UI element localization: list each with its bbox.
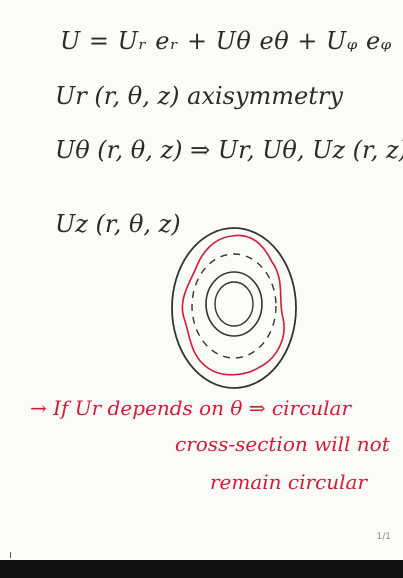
ur-dependency: Ur (r, θ, z) axisymmetry	[55, 82, 343, 110]
progress-marker[interactable]	[10, 552, 11, 558]
red-note-line-3: remain circular	[210, 470, 368, 494]
red-note-line-1: → If Ur depends on θ ⇒ circular	[30, 396, 352, 420]
video-control-bar	[0, 560, 403, 578]
page-number: 1/1	[376, 532, 391, 542]
velocity-decomposition: U = Uᵣ eᵣ + Uθ eθ + Uᵩ eᵩ	[60, 27, 392, 55]
uz-dependency: Uz (r, θ, z)	[55, 210, 181, 238]
utheta-dependency: Uθ (r, θ, z) ⇒ Ur, Uθ, Uz (r, z)	[55, 136, 403, 164]
red-note-line-2: cross-section will not	[175, 432, 390, 456]
